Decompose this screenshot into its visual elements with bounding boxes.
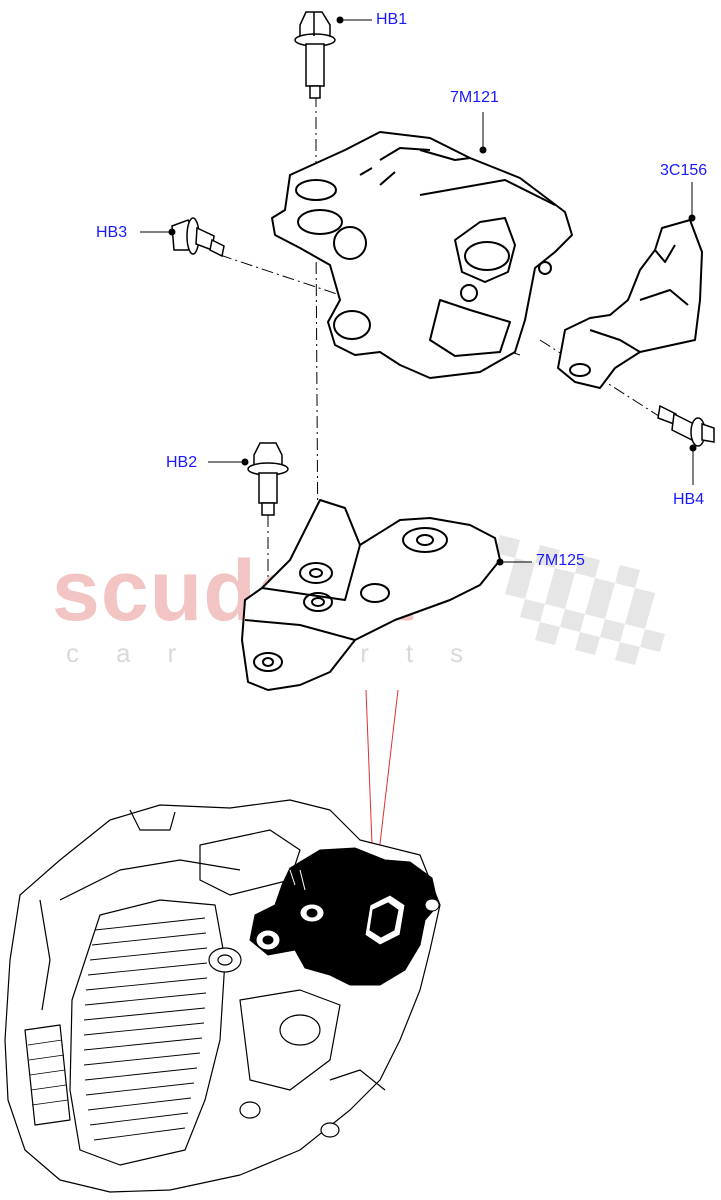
bolt-hb3-icon — [171, 217, 225, 258]
callout-hb3: HB3 — [96, 224, 128, 241]
bolt-hb2-icon — [247, 442, 289, 516]
bolt-hb1-icon — [294, 11, 336, 99]
callout-hb4: HB4 — [673, 491, 705, 508]
callout-7m121: 7M121 — [450, 89, 499, 106]
checkered-flag-icon — [495, 535, 665, 665]
mount-bracket-7m125 — [241, 499, 501, 691]
callout-leaders — [140, 16, 697, 566]
engine-mount-7m121 — [271, 131, 573, 379]
heat-shield-3c156 — [557, 219, 703, 389]
callout-3c156: 3C156 — [660, 162, 708, 179]
callout-hb2: HB2 — [166, 454, 198, 471]
callout-hb1: HB1 — [376, 11, 408, 28]
callout-7m125: 7M125 — [536, 552, 585, 569]
highlighted-engine-mount — [249, 847, 440, 986]
bolt-hb4-icon — [657, 404, 715, 447]
